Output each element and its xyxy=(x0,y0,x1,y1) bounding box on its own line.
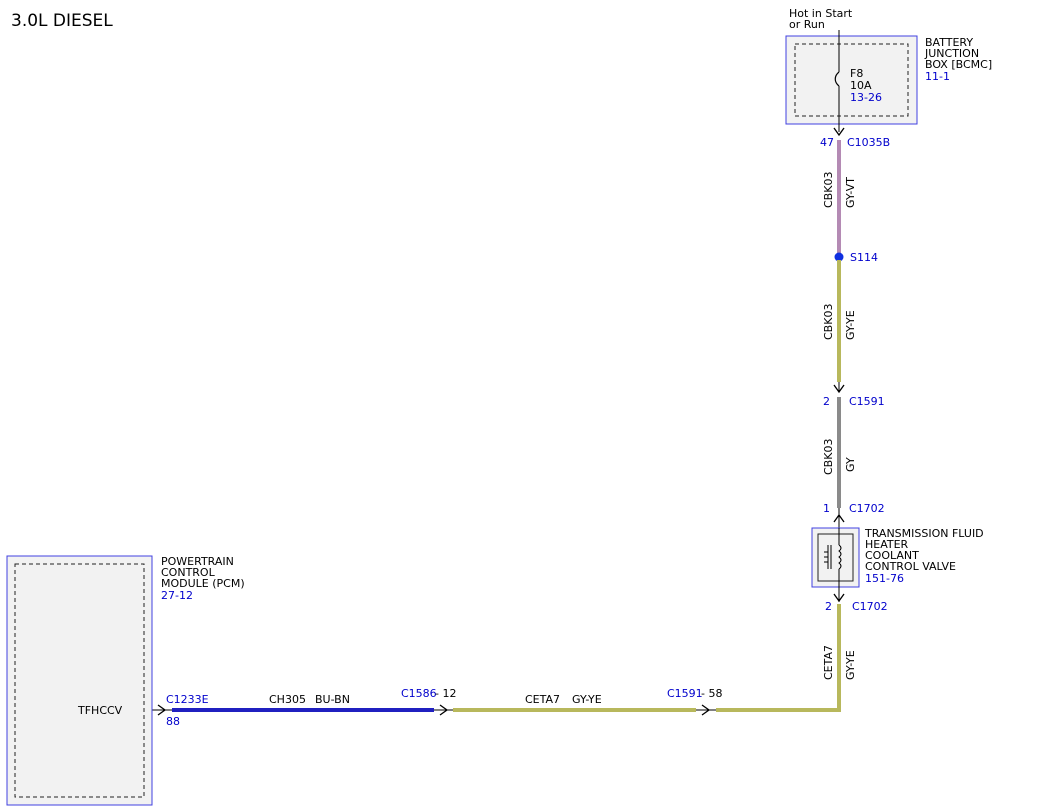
c1702-bottom-pin: 2 xyxy=(825,600,832,613)
h2-color: GY-YE xyxy=(572,693,602,706)
wire1-circuit: CBK03 xyxy=(822,172,835,208)
bjb-name-line3: BOX [BCMC] xyxy=(925,58,992,71)
c1586-pin: - 12 xyxy=(435,687,456,700)
wire1-color: GY-VT xyxy=(844,177,857,208)
fuse-symbol-icon xyxy=(834,71,840,87)
pcm-pin-label: TFHCCV xyxy=(77,704,123,717)
power-note-line2: or Run xyxy=(789,18,825,31)
c1233e-pin: 88 xyxy=(166,715,180,728)
c1233e-arrow-icon xyxy=(157,704,167,716)
c1591-horizontal-arrow-icon xyxy=(701,704,711,716)
valve-name-line2: HEATER xyxy=(865,538,909,551)
solenoid-coil-icon xyxy=(838,544,842,570)
pcm-name-line2: CONTROL xyxy=(161,566,216,579)
fuse-ref-link[interactable]: 13-26 xyxy=(850,91,882,104)
pcm-outline xyxy=(6,555,153,806)
bjb-name-line1: BATTERY xyxy=(925,36,973,49)
valve-name-line4: CONTROL VALVE xyxy=(865,560,956,573)
c1591-pin: 2 xyxy=(823,395,830,408)
pcm-inner-dashed xyxy=(14,563,145,798)
splice-label[interactable]: S114 xyxy=(850,251,878,264)
bjb-inner-dashed xyxy=(794,43,909,117)
wire3-circuit: CBK03 xyxy=(822,439,835,475)
diagram-title: 3.0L DIESEL xyxy=(11,11,113,31)
h1-color: BU-BN xyxy=(315,693,350,706)
c1591-horizontal-pin: - 58 xyxy=(701,687,722,700)
pcm-name-line3: MODULE (PCM) xyxy=(161,577,245,590)
c1702-top-pin: 1 xyxy=(823,502,830,515)
h2-circuit: CETA7 xyxy=(525,693,560,706)
wire2-color: GY-YE xyxy=(844,310,857,340)
wire-ceta7-vertical[interactable] xyxy=(716,604,841,712)
c1702-bottom-label[interactable]: C1702 xyxy=(852,600,888,613)
wire2-circuit: CBK03 xyxy=(822,304,835,340)
bjb-outline xyxy=(785,35,918,125)
coolant-control-valve[interactable] xyxy=(811,527,860,588)
c1233e-label[interactable]: C1233E xyxy=(166,693,209,706)
c1702-top-label[interactable]: C1702 xyxy=(849,502,885,515)
valve-inner-box xyxy=(817,533,854,582)
fuse-id: F8 xyxy=(850,67,863,80)
c1591-horizontal-label[interactable]: C1591 xyxy=(667,687,703,700)
pcm-ref-link[interactable]: 27-12 xyxy=(161,589,193,602)
valve-name-line3: COOLANT xyxy=(865,549,919,562)
wire4-circuit: CETA7 xyxy=(822,645,835,680)
wire4-color: GY-YE xyxy=(844,650,857,680)
splice-dot-icon[interactable] xyxy=(834,252,844,262)
c1591-label[interactable]: C1591 xyxy=(849,395,885,408)
valve-ref-link[interactable]: 151-76 xyxy=(865,572,904,585)
c1035b-label[interactable]: C1035B xyxy=(847,136,890,149)
valve-outline xyxy=(811,527,860,588)
c1035b-pin: 47 xyxy=(820,136,834,149)
pcm-name-line1: POWERTRAIN xyxy=(161,555,234,568)
h1-circuit: CH305 xyxy=(269,693,306,706)
c1586-label[interactable]: C1586 xyxy=(401,687,437,700)
wire3-color: GY xyxy=(844,457,857,472)
c1035b-arrow-icon xyxy=(833,127,845,137)
c1586-arrow-icon xyxy=(439,704,449,716)
c1702-top-arrow-icon xyxy=(833,513,845,523)
valve-name-line1: TRANSMISSION FLUID xyxy=(864,527,984,540)
bjb-name-line2: JUNCTION xyxy=(924,47,979,60)
bjb-ref-link[interactable]: 11-1 xyxy=(925,70,950,83)
fuse-rating: 10A xyxy=(850,79,872,92)
powertrain-control-module[interactable]: TFHCCV xyxy=(6,555,153,806)
battery-junction-box[interactable]: F8 10A 13-26 xyxy=(785,30,918,132)
power-note-line1: Hot in Start xyxy=(789,7,853,20)
